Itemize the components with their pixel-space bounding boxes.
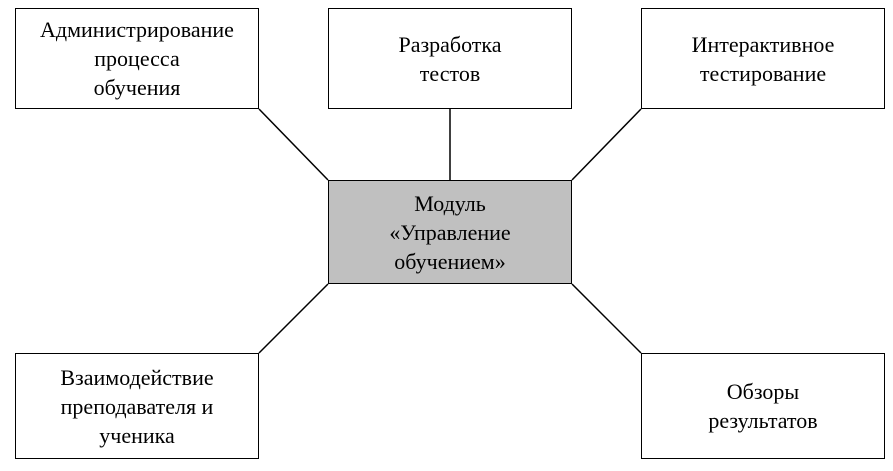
connector-interaction xyxy=(258,283,329,354)
node-interactive-testing-line-2: тестирование xyxy=(699,60,827,86)
node-results-reviews: Обзоры результатов xyxy=(641,353,885,459)
node-test-development: Разработка тестов xyxy=(328,8,572,109)
connector-reviews xyxy=(571,283,642,354)
node-interaction-line-3: ученика xyxy=(99,422,175,448)
node-test-development-line-2: тестов xyxy=(419,60,481,86)
node-test-development-line-1: Разработка xyxy=(398,31,502,57)
node-interaction-line-2: преподавателя и xyxy=(60,393,214,419)
node-administration-line-1: Администрирование xyxy=(40,17,234,42)
node-center-line-3: обучением» xyxy=(394,248,506,274)
node-teacher-student-interaction: Взаимодействие преподавателя и ученика xyxy=(15,353,259,459)
node-interactive-testing-line-1: Интерактивное xyxy=(691,31,835,57)
node-administration: Администрирование процесса обучения xyxy=(15,8,259,109)
node-center-line-2: «Управление xyxy=(389,219,511,245)
connector-interactive xyxy=(571,108,642,181)
node-reviews-line-1: Обзоры xyxy=(726,379,800,404)
node-interaction-line-1: Взаимодействие xyxy=(60,364,214,390)
node-administration-line-3: обучения xyxy=(93,75,181,100)
node-reviews-line-2: результатов xyxy=(708,408,818,433)
node-center-module: Модуль «Управление обучением» xyxy=(328,180,572,284)
node-center-line-1: Модуль xyxy=(414,190,486,216)
node-interactive-testing: Интерактивное тестирование xyxy=(641,8,885,109)
node-administration-line-2: процесса xyxy=(94,46,180,71)
connector-admin xyxy=(258,108,329,181)
